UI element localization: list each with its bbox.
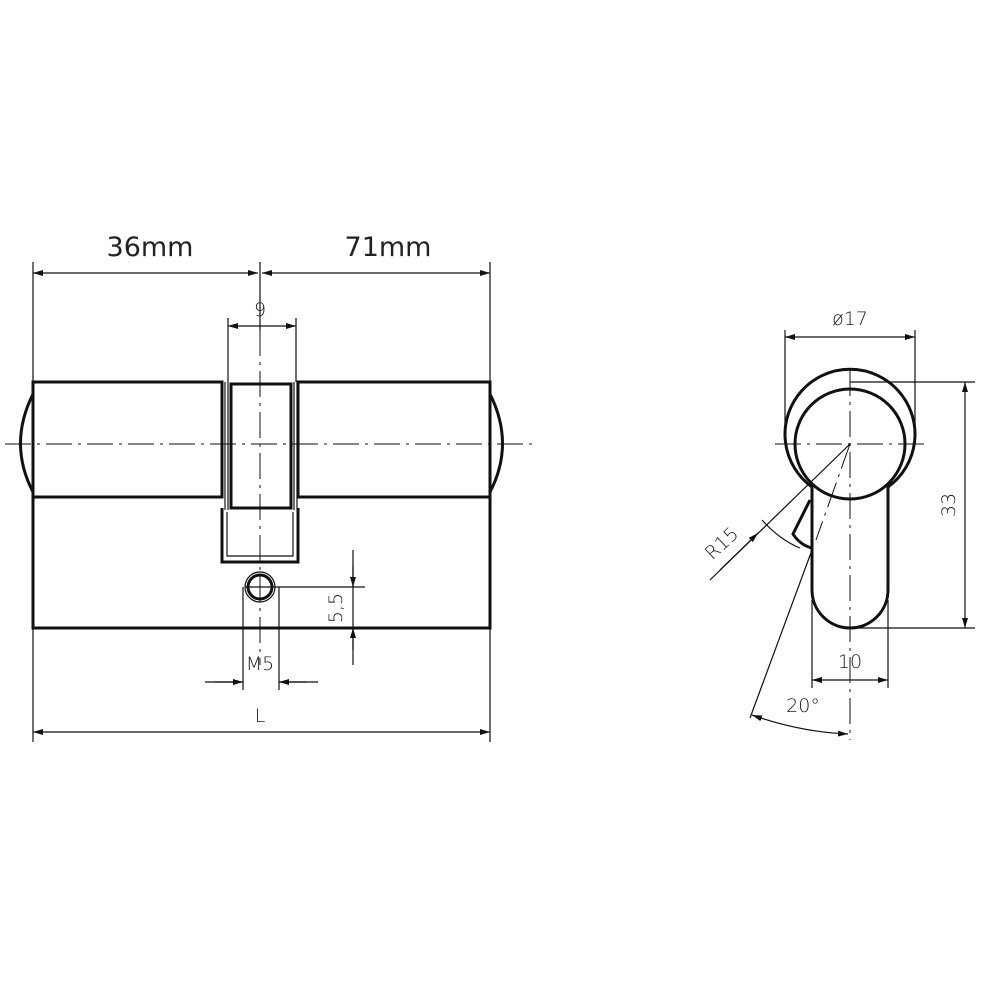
angle-line [749, 549, 813, 719]
dim-radius-label: R15 [701, 523, 743, 565]
cylinder-body [31, 497, 492, 630]
right-cylinder [296, 380, 492, 499]
left-cylinder [31, 380, 224, 499]
dim-right-label: 71mm [345, 232, 432, 263]
front-view: 36mm 71mm 9 M5 L 5,5 [5, 232, 535, 742]
dim-arc-angle [751, 714, 849, 737]
dim-total-label: L [255, 705, 266, 727]
cam-tip [791, 499, 813, 550]
cam-slot-inner [226, 512, 294, 557]
dim-height-label: 33 [938, 493, 960, 517]
left-cap [19, 393, 35, 493]
cam-slot [220, 508, 300, 564]
side-view: ø17 33 10 R15 20° [701, 308, 975, 740]
cam-gap-lines [224, 382, 298, 510]
dim-width-label: 10 [838, 651, 862, 673]
inner-plug [793, 387, 907, 501]
dim-offset-label: 5,5 [325, 593, 347, 623]
dim-angle-label: 20° [786, 695, 820, 717]
dim-diameter-label: ø17 [832, 308, 868, 330]
dim-cam-label: 9 [254, 299, 266, 321]
cam [229, 382, 293, 510]
dim-screw-label: M5 [246, 653, 274, 675]
profile-outline [783, 367, 917, 630]
right-cap [488, 393, 504, 493]
dim-left-label: 36mm [107, 232, 194, 263]
